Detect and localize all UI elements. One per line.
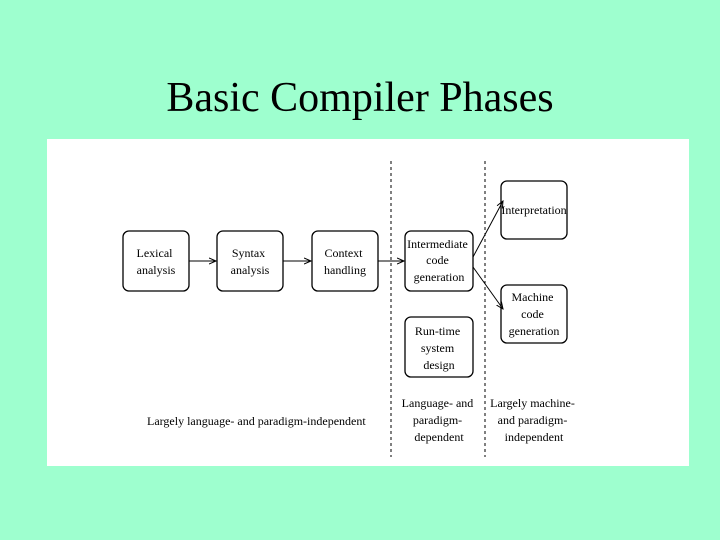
box-label: Context handling	[324, 246, 366, 277]
box-machine-code-generation: Machine code generation	[500, 284, 568, 344]
diagram-canvas: Lexical analysis Syntax analysis Context…	[122, 161, 578, 457]
arrow-to-machine-code	[472, 266, 503, 309]
caption-language-dependent: Language- and paradigm- dependent	[402, 396, 477, 444]
box-label: Lexical analysis	[137, 246, 176, 277]
box-interpretation: Interpretation	[500, 180, 568, 240]
box-label: Run-time system design	[415, 324, 463, 372]
slide-title: Basic Compiler Phases	[166, 75, 554, 121]
arrow-to-interpretation	[472, 201, 503, 258]
box-context-handling: Context handling	[311, 230, 379, 292]
box-intermediate-code-generation: Intermediate code generation	[404, 230, 474, 292]
box-label: Syntax analysis	[231, 246, 270, 277]
box-runtime-system-design: Run-time system design	[404, 316, 474, 378]
box-label: Intermediate code generation	[407, 237, 471, 284]
box-label: Machine code generation	[509, 290, 560, 338]
box-label: Interpretation	[501, 203, 566, 217]
box-syntax-analysis: Syntax analysis	[216, 230, 284, 292]
caption-language-independent: Largely language- and paradigm-independe…	[147, 414, 366, 428]
box-lexical-analysis: Lexical analysis	[122, 230, 190, 292]
compiler-phases-diagram: Lexical analysis Syntax analysis Context…	[47, 139, 689, 466]
caption-machine-independent: Largely machine- and paradigm- independe…	[490, 396, 578, 444]
